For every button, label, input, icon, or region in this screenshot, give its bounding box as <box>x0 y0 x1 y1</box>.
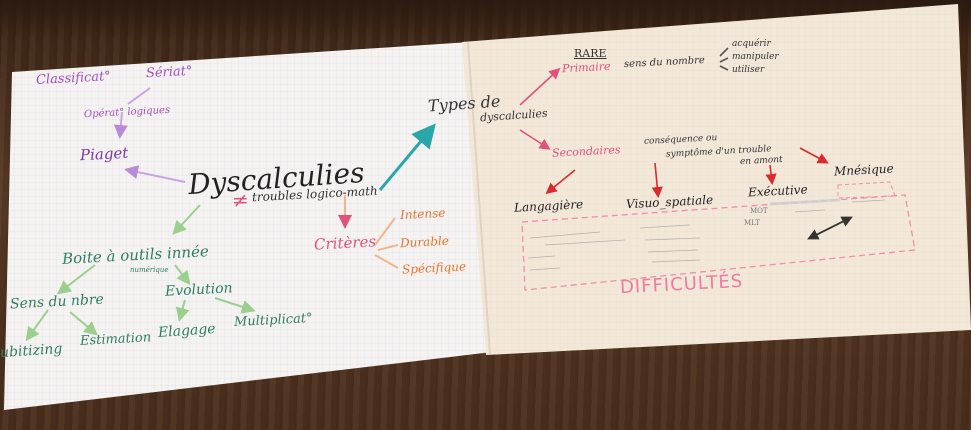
faint-notes <box>527 199 886 271</box>
numerique-label: numérique <box>130 266 169 274</box>
intense-label: Intense <box>399 205 446 223</box>
mlt-label: MLT <box>744 219 760 227</box>
evolution-label: Evolution <box>164 280 233 300</box>
classification-label: Classificat° <box>35 69 112 88</box>
criteres-label: Critères <box>313 232 377 254</box>
left-arrows <box>25 87 436 342</box>
rare-label: RARE <box>574 47 607 60</box>
specifique-label: Spécifique <box>401 259 467 277</box>
faint-notes-right <box>769 198 841 206</box>
utiliser-label: utiliser <box>732 65 765 75</box>
manipuler-label: manipuler <box>732 52 779 62</box>
langagiere-label: Langagière <box>513 197 584 215</box>
estimation-label: Estimation <box>79 330 152 349</box>
durable-label: Durable <box>399 233 450 251</box>
piaget-label: Piaget <box>79 143 129 165</box>
secondaires-label: Secondaires <box>551 143 621 160</box>
mnesique-label: Mnésique <box>833 161 894 179</box>
right-arrows <box>519 47 853 240</box>
not-equal-icon: ≠ <box>232 188 249 212</box>
multiplicat-label: Multiplicat° <box>233 310 313 331</box>
primaire-label: Primaire <box>561 59 611 76</box>
executive-label: Exécutive <box>747 182 808 200</box>
elagage-label: Elagage <box>157 321 217 341</box>
mot-label: MOT <box>750 207 768 215</box>
acquerir-label: acquérir <box>732 39 771 49</box>
seriation-label: Sériat° <box>145 63 193 82</box>
subitizing-label: ubitizing <box>0 340 63 362</box>
